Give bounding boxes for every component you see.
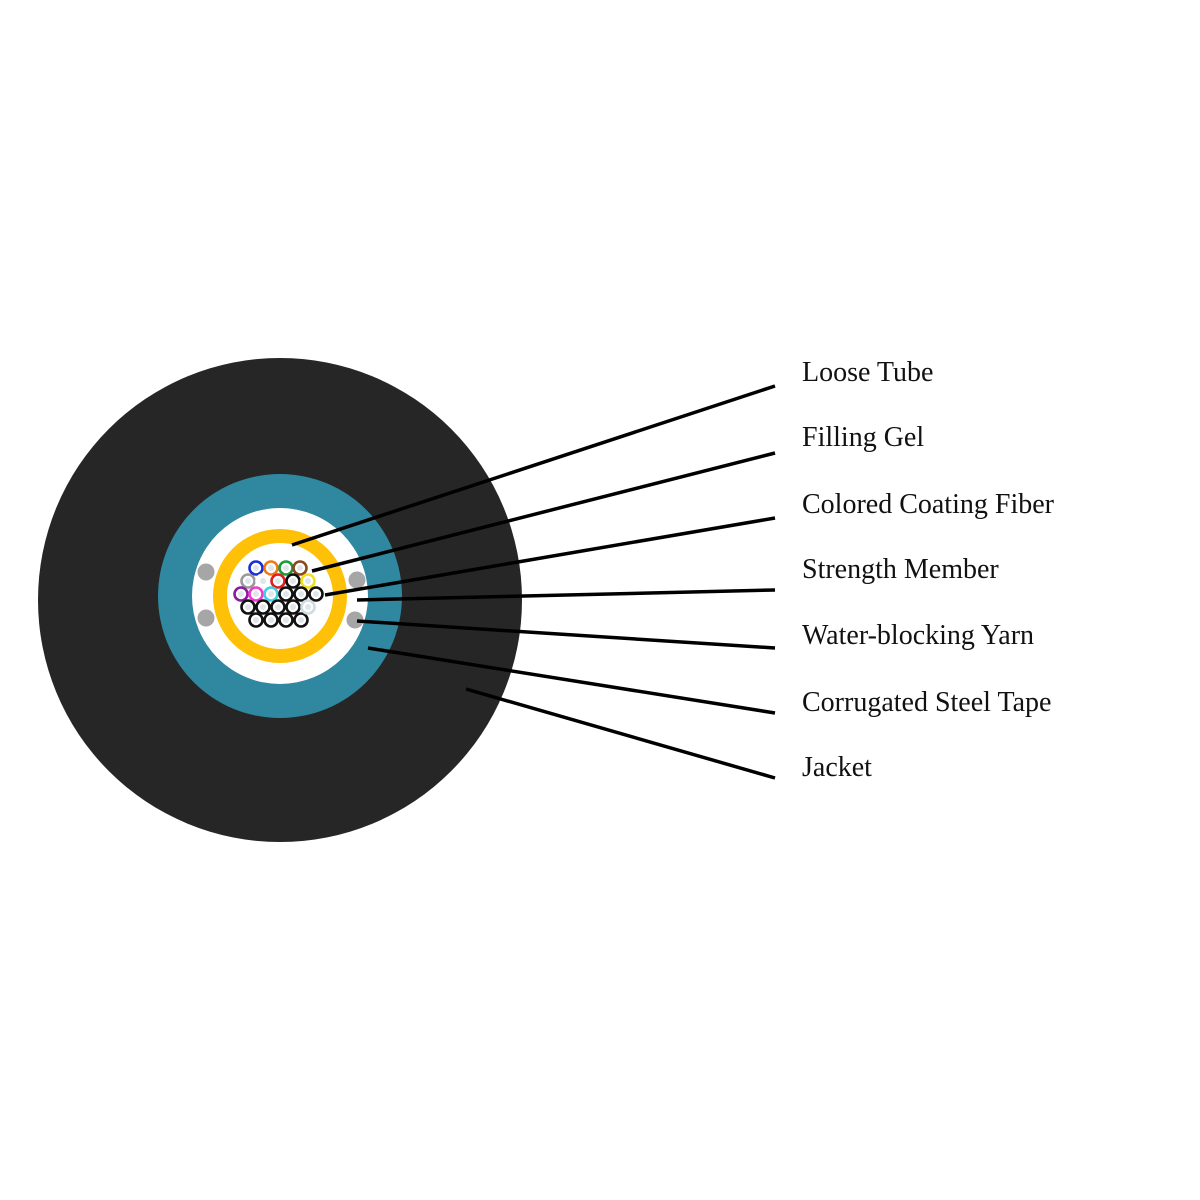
strength-member-dot (346, 611, 364, 629)
fiber-core (297, 565, 303, 571)
label-corrugated-steel-tape: Corrugated Steel Tape (802, 687, 1051, 718)
strength-member-dot (348, 571, 366, 589)
colored-coating-fibers (233, 560, 324, 628)
leader-line-strength-member (356, 588, 776, 602)
leader-line-loose-tube (291, 384, 776, 547)
fiber-core (298, 617, 304, 623)
fiber-core (253, 591, 259, 597)
leader-line-corrugated-steel-tape (367, 646, 776, 715)
fiber-core (260, 604, 266, 610)
label-loose-tube: Loose Tube (802, 357, 933, 388)
fiber-core (290, 604, 296, 610)
leader-line-colored-coating-fiber (324, 516, 776, 597)
fiber-core (253, 617, 259, 623)
fiber-core (298, 591, 304, 597)
fiber-core (305, 604, 311, 610)
strength-members (197, 563, 366, 629)
leader-line-jacket (465, 687, 776, 780)
fiber-core (305, 578, 311, 584)
label-filling-gel: Filling Gel (802, 422, 924, 453)
fiber-core (275, 578, 281, 584)
fiber-core (283, 617, 289, 623)
label-water-blocking-yarn: Water-blocking Yarn (802, 620, 1034, 651)
fiber-core (253, 565, 259, 571)
fiber-core (290, 578, 296, 584)
fiber-core (260, 578, 266, 584)
fiber-core (283, 565, 289, 571)
leader-lines (291, 384, 776, 780)
fiber-core (245, 604, 251, 610)
fiber-core (268, 591, 274, 597)
fiber-core (268, 617, 274, 623)
fiber-core (275, 604, 281, 610)
fiber-core (283, 591, 289, 597)
cable-cross-section (38, 358, 522, 842)
leader-line-water-blocking-yarn (356, 619, 776, 650)
strength-member-dot (197, 563, 215, 581)
label-colored-coating-fiber: Colored Coating Fiber (802, 489, 1055, 520)
label-strength-member: Strength Member (802, 554, 999, 585)
fiber-core (245, 578, 251, 584)
leader-line-filling-gel (311, 451, 776, 573)
label-jacket: Jacket (802, 752, 872, 783)
fiber-core (268, 565, 274, 571)
strength-member-dot (197, 609, 215, 627)
fiber-core (238, 591, 244, 597)
fiber-core (313, 591, 319, 597)
